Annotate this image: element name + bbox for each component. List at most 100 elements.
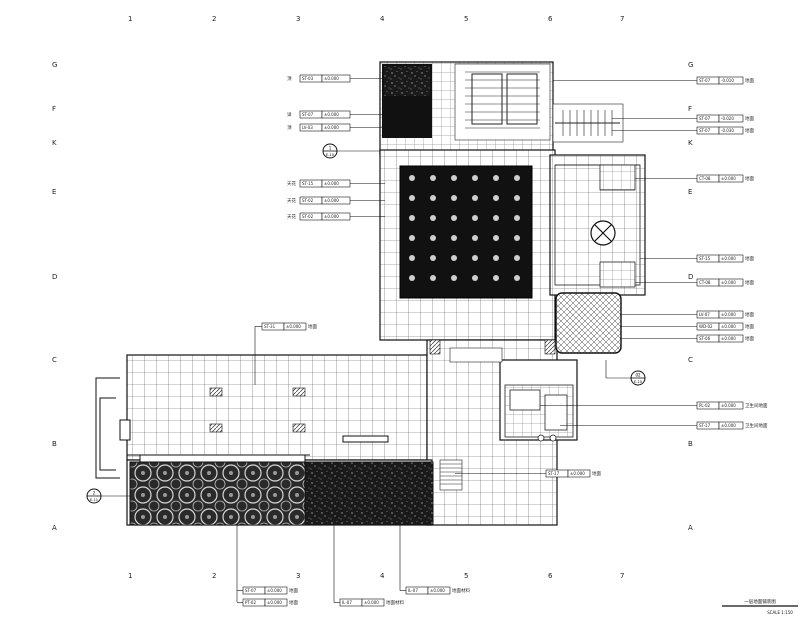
svg-text:±0.000: ±0.000 bbox=[721, 403, 736, 408]
grid-label: G bbox=[52, 61, 57, 69]
svg-text:±0.000: ±0.000 bbox=[721, 176, 736, 181]
left-wing-partitions bbox=[127, 435, 389, 464]
grid-label: 4 bbox=[380, 572, 385, 580]
speckled-carpet bbox=[304, 461, 434, 526]
material-tag-wing: ST-31 ±0.000 地面 bbox=[254, 322, 317, 385]
material-tag: ST-17 ±0.000 卫生间地面 bbox=[560, 421, 768, 430]
grid-row-labels-right: G F K E D C B A bbox=[688, 61, 693, 532]
material-tag: CT-08 ±0.000 地面 bbox=[635, 174, 754, 183]
svg-text:顶: 顶 bbox=[287, 125, 292, 131]
svg-text:±0.000: ±0.000 bbox=[324, 76, 339, 81]
svg-text:天花: 天花 bbox=[287, 180, 296, 187]
grid-label: 7 bbox=[620, 572, 624, 580]
svg-text:ST-07: ST-07 bbox=[699, 78, 711, 83]
material-tag: 天花 ST-02 ±0.000 bbox=[287, 196, 385, 205]
material-tag: LV-07 ±0.000 地面 bbox=[620, 310, 754, 319]
svg-text:±0.000: ±0.000 bbox=[721, 324, 736, 329]
grid-column-labels-top: 1 2 3 4 5 6 7 bbox=[128, 15, 624, 23]
svg-text:±0.000: ±0.000 bbox=[721, 312, 736, 317]
svg-text:顶: 顶 bbox=[287, 76, 292, 82]
drawing-scale: SCALE 1:150 bbox=[767, 610, 793, 615]
material-tag: ST-06 ±0.000 地面 bbox=[620, 334, 754, 343]
grid-label: 1 bbox=[128, 572, 132, 580]
toilet-room bbox=[504, 384, 574, 442]
grid-label: K bbox=[52, 139, 57, 147]
material-tag: 详 ST-07 ±0.000 bbox=[287, 110, 382, 119]
grid-label: E bbox=[688, 188, 692, 196]
svg-text:地面: 地面 bbox=[745, 115, 754, 122]
svg-text:ST-07: ST-07 bbox=[699, 116, 711, 121]
hatched-columns bbox=[209, 339, 556, 433]
grid-label: 2 bbox=[212, 572, 216, 580]
svg-text:地面: 地面 bbox=[592, 470, 601, 477]
material-tag: ST-15 ±0.000 地面 bbox=[640, 254, 754, 263]
right-wing-details bbox=[554, 164, 641, 288]
svg-text:ST-03: ST-03 bbox=[302, 76, 314, 81]
svg-text:地面: 地面 bbox=[745, 311, 754, 318]
svg-text:天花: 天花 bbox=[287, 213, 296, 220]
marker-label: E-10 bbox=[326, 153, 334, 157]
svg-text:地面材料: 地面材料 bbox=[386, 599, 404, 606]
grid-label: 3 bbox=[296, 15, 300, 23]
svg-text:-0.030: -0.030 bbox=[721, 128, 734, 133]
grid-label: A bbox=[52, 524, 57, 532]
svg-text:ST-17: ST-17 bbox=[699, 423, 711, 428]
grid-label: E bbox=[52, 188, 56, 196]
svg-text:地面: 地面 bbox=[289, 599, 298, 606]
svg-text:ST-02: ST-02 bbox=[302, 214, 314, 219]
grid-label: 2 bbox=[212, 15, 216, 23]
material-tag: 顶 LV-03 ±0.000 bbox=[287, 123, 382, 132]
svg-text:地面: 地面 bbox=[308, 323, 317, 330]
stair-block-right bbox=[552, 103, 624, 143]
svg-text:±0.000: ±0.000 bbox=[267, 600, 282, 605]
grid-row-labels-left: G F K E D C B A bbox=[52, 61, 57, 532]
marker-label: 02 bbox=[635, 373, 641, 378]
svg-text:地面材料: 地面材料 bbox=[452, 587, 470, 594]
svg-text:IL-07: IL-07 bbox=[408, 588, 418, 593]
grid-label: F bbox=[52, 105, 56, 113]
marker-label: E-11 bbox=[90, 498, 98, 502]
grid-label: 1 bbox=[128, 15, 132, 23]
svg-text:±0.000: ±0.000 bbox=[364, 600, 379, 605]
central-dark-floor bbox=[399, 165, 533, 299]
svg-text:地面: 地面 bbox=[745, 175, 754, 182]
grid-label: 6 bbox=[548, 15, 553, 23]
grid-label: C bbox=[688, 356, 693, 364]
grid-label: 5 bbox=[464, 572, 468, 580]
speckled-floor bbox=[384, 66, 430, 96]
svg-text:地面: 地面 bbox=[745, 279, 754, 286]
material-tag: IL-07 ±0.000 地面材料 bbox=[399, 525, 470, 595]
svg-text:地面: 地面 bbox=[289, 587, 298, 594]
svg-text:±0.000: ±0.000 bbox=[721, 336, 736, 341]
grid-label: 7 bbox=[620, 15, 624, 23]
svg-text:IL-07: IL-07 bbox=[342, 600, 352, 605]
svg-text:±0.000: ±0.000 bbox=[570, 471, 585, 476]
svg-text:±0.000: ±0.000 bbox=[721, 423, 736, 428]
svg-text:ST-02: ST-02 bbox=[302, 198, 314, 203]
svg-text:ST-31: ST-31 bbox=[264, 324, 276, 329]
svg-text:ST-17: ST-17 bbox=[548, 471, 560, 476]
material-tag: 天花 ST-15 ±0.000 bbox=[287, 179, 385, 188]
svg-text:±0.000: ±0.000 bbox=[286, 324, 301, 329]
title-block: 一层地面铺装图 SCALE 1:150 bbox=[722, 598, 798, 615]
material-tag: CT-08 ±0.000 地面 bbox=[635, 278, 754, 287]
material-tag: IL-07 ±0.000 地面材料 bbox=[333, 525, 404, 607]
svg-text:±0.000: ±0.000 bbox=[267, 588, 282, 593]
marker-label: 2 bbox=[93, 491, 96, 496]
material-tag: ST-17 ±0.000 地面 bbox=[455, 469, 601, 478]
svg-text:CT-08: CT-08 bbox=[699, 280, 711, 285]
svg-text:地面: 地面 bbox=[745, 335, 754, 342]
svg-text:WD-02: WD-02 bbox=[699, 324, 713, 329]
svg-text:ST-15: ST-15 bbox=[302, 181, 314, 186]
entrance-left bbox=[95, 377, 131, 479]
grid-label: 3 bbox=[296, 572, 300, 580]
grid-label: D bbox=[688, 273, 693, 281]
svg-text:卫生间地面: 卫生间地面 bbox=[745, 422, 768, 429]
grid-label: C bbox=[52, 356, 57, 364]
svg-text:ST-15: ST-15 bbox=[699, 256, 711, 261]
cross-mark-icon bbox=[594, 224, 612, 242]
grid-label: G bbox=[688, 61, 693, 69]
floral-carpet bbox=[129, 461, 306, 526]
svg-text:±0.000: ±0.000 bbox=[324, 181, 339, 186]
